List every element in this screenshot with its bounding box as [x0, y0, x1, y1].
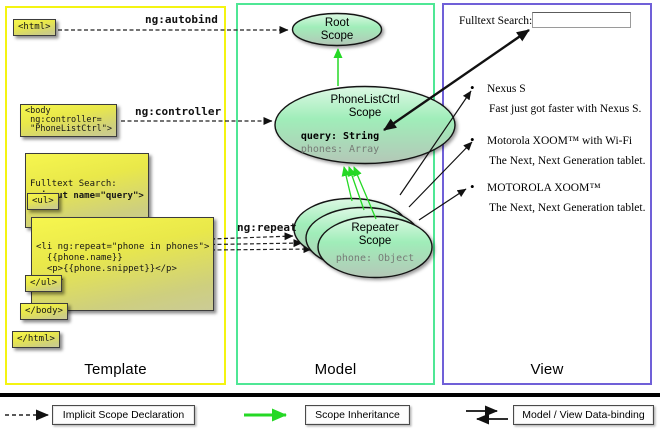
view-item-name: •MOTOROLA XOOM™	[470, 179, 601, 194]
implicit-scope-arrow-sample	[5, 409, 49, 421]
phonelistctrl-scope-title: PhoneListCtrl Scope	[330, 94, 400, 119]
bullet-icon: •	[470, 132, 475, 147]
code-box-li-repeat: <li ng:repeat="phone in phones"> {{phone…	[31, 217, 215, 311]
root-scope-title: Root Scope	[320, 17, 354, 42]
code-box-fulltext: Fulltext Search: <input name="query">	[25, 153, 149, 228]
view-column-label: View	[530, 361, 564, 378]
code-box-ul-open: <ul>	[27, 193, 59, 210]
ng-repeat-arrows	[210, 232, 313, 254]
scope-inheritance-arrow-sample	[244, 408, 287, 422]
ng-repeat-label: ng:repeat	[237, 221, 297, 234]
bullet-icon: •	[470, 80, 475, 95]
code-box-body-close: </body>	[20, 303, 68, 320]
inheritance-arrows-repeater	[341, 166, 377, 220]
legend-separator	[0, 393, 660, 397]
model-column-label: Model	[314, 361, 357, 378]
data-binding-arrow-sample	[466, 405, 508, 425]
code-box-html-close: </html>	[12, 331, 60, 348]
fulltext-search-input[interactable]	[532, 12, 631, 28]
ng-autobind-label: ng:autobind	[145, 13, 218, 26]
repeater-scope-title: Repeater Scope	[351, 222, 399, 247]
ng-controller-label: ng:controller	[135, 105, 222, 118]
phonelistctrl-prop-phones: phones: Array	[300, 144, 380, 155]
view-item-desc: The Next, Next Generation tablet.	[489, 155, 646, 167]
legend-scope-inheritance: Scope Inheritance	[305, 405, 410, 425]
query-binding-arrow	[383, 29, 530, 131]
view-item-name: •Motorola XOOM™ with Wi-Fi	[470, 132, 633, 147]
repeater-prop-phone: phone: Object	[335, 253, 415, 264]
code-box-html-open: <html>	[13, 19, 56, 36]
code-box-body-open: <body ng:controller= "PhoneListCtrl">	[20, 104, 117, 137]
view-item-desc: The Next, Next Generation tablet.	[489, 202, 646, 214]
fulltext-search-label: Fulltext Search:	[459, 15, 533, 27]
phonelistctrl-prop-query: query: String	[300, 131, 380, 142]
template-column-label: Template	[84, 361, 147, 378]
code-box-ul-close: </ul>	[25, 275, 63, 292]
legend-data-binding: Model / View Data-binding	[513, 405, 654, 425]
repeater-binding-arrows	[399, 90, 473, 221]
legend-implicit-scope: Implicit Scope Declaration	[52, 405, 195, 425]
root-scope-ellipse	[291, 12, 383, 47]
view-item-name: •Nexus S	[470, 80, 526, 95]
view-item-desc: Fast just got faster with Nexus S.	[489, 103, 642, 115]
bullet-icon: •	[470, 179, 475, 194]
